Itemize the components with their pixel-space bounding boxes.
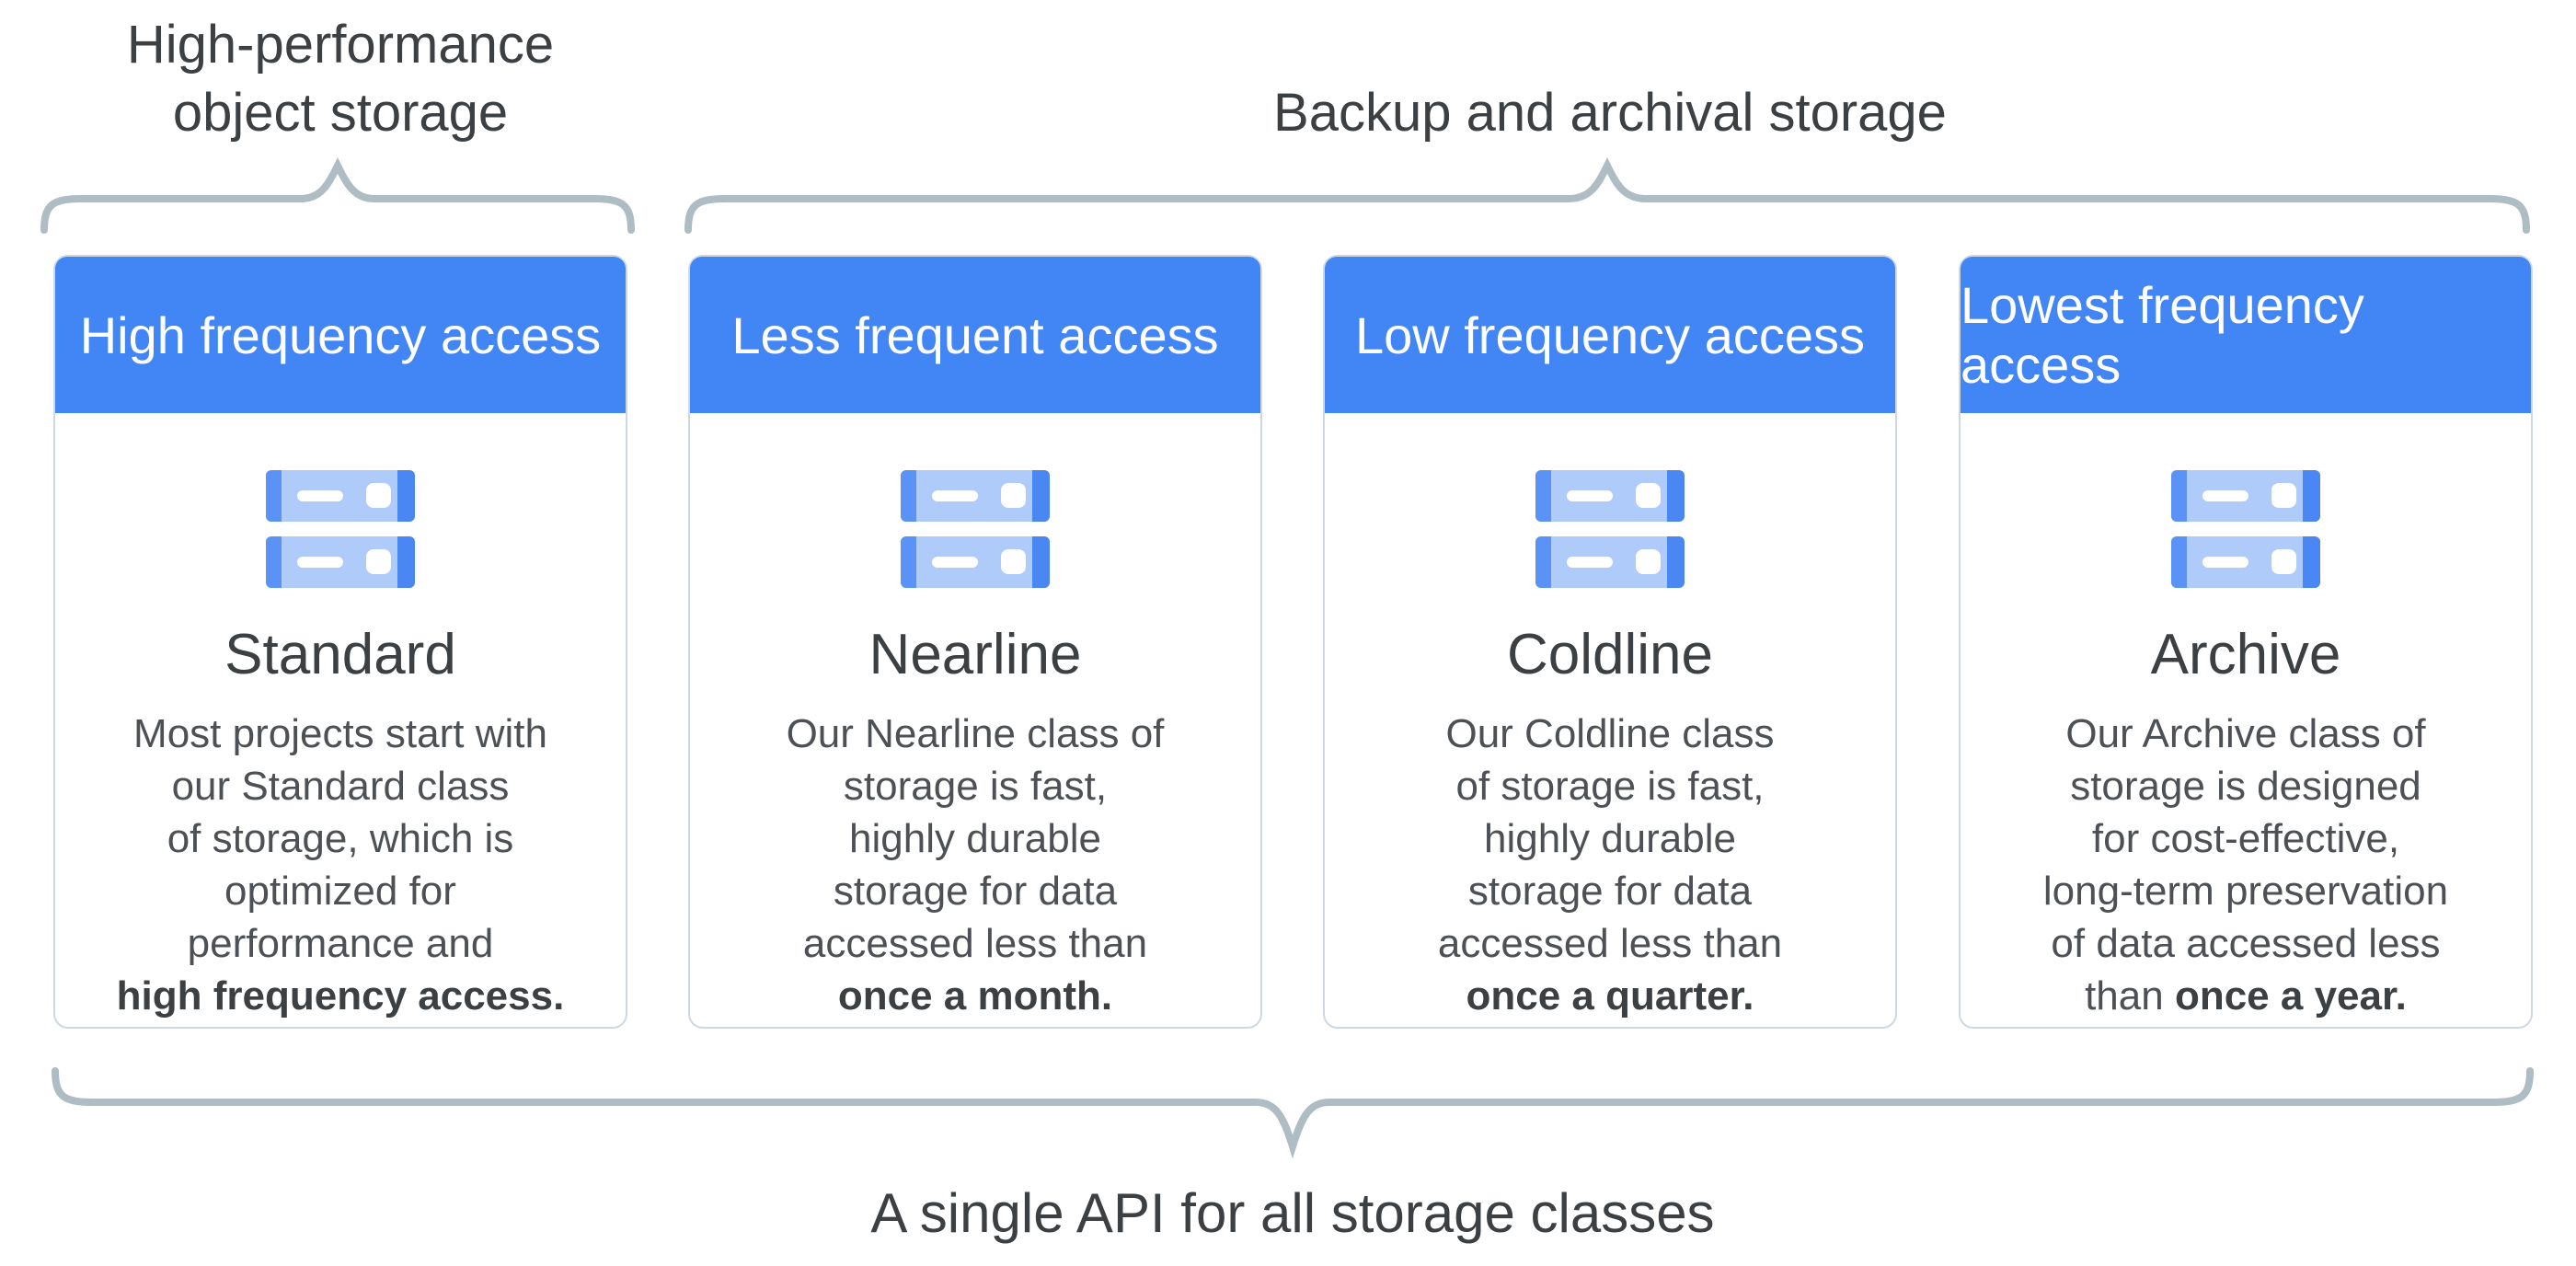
brace-backup-archival bbox=[684, 157, 2530, 234]
server-bar-left-cap bbox=[2171, 470, 2187, 522]
card-header: Low frequency access bbox=[1325, 257, 1895, 413]
server-led-dash bbox=[2202, 490, 2248, 501]
server-bar bbox=[901, 470, 1050, 522]
server-bar bbox=[901, 536, 1050, 588]
server-bar-right-cap bbox=[397, 470, 415, 522]
brace-high-performance bbox=[40, 157, 635, 234]
server-drive-square bbox=[2271, 549, 2296, 574]
server-bar bbox=[2171, 470, 2320, 522]
card-header-label: Lowest frequency access bbox=[1961, 276, 2364, 394]
server-bar bbox=[266, 470, 415, 522]
card-body-line: highly durable bbox=[1484, 816, 1736, 861]
server-bar-left-cap bbox=[901, 470, 916, 522]
server-led-dash bbox=[932, 557, 978, 568]
server-bar-right-cap bbox=[2303, 470, 2320, 522]
card-title: Nearline bbox=[868, 623, 1082, 686]
bottom-label-single-api: A single API for all storage classes bbox=[870, 1182, 1715, 1244]
server-bar bbox=[1535, 536, 1685, 588]
server-led-dash bbox=[297, 490, 343, 501]
group-label-high-performance: High-performance object storage bbox=[53, 11, 627, 147]
card-body-line: of storage, which is bbox=[167, 816, 514, 861]
server-drive-square bbox=[1001, 549, 1026, 574]
card-body-line: than once a year. bbox=[2085, 973, 2407, 1019]
server-bar-left-cap bbox=[1535, 536, 1551, 588]
group-label-line1: High-performance bbox=[126, 15, 555, 75]
server-bar-right-cap bbox=[1667, 470, 1685, 522]
card-body-line: performance and bbox=[187, 921, 494, 966]
card-body-line: optimized for bbox=[224, 869, 456, 914]
brace-single-api bbox=[52, 1067, 2534, 1159]
card-coldline: Low frequency access Coldline Our Coldli… bbox=[1323, 255, 1897, 1029]
server-bar-right-cap bbox=[1032, 536, 1050, 588]
card-body-line: of storage is fast, bbox=[1455, 764, 1765, 809]
card-header-label: Less frequent access bbox=[731, 305, 1219, 364]
server-bar-right-cap bbox=[1667, 536, 1685, 588]
group-label-line1: Backup and archival storage bbox=[1273, 83, 1947, 143]
server-led-dash bbox=[1567, 557, 1613, 568]
card-title: Coldline bbox=[1506, 623, 1714, 686]
server-bar-left-cap bbox=[1535, 470, 1551, 522]
card-body-line: high frequency access. bbox=[116, 973, 565, 1019]
card-body-line: accessed less than bbox=[1437, 921, 1783, 966]
server-drive-square bbox=[2271, 483, 2296, 508]
server-bar-left-cap bbox=[901, 536, 916, 588]
card-body-line: once a quarter. bbox=[1466, 973, 1754, 1019]
server-led-dash bbox=[2202, 557, 2248, 568]
card-body-line: highly durable bbox=[849, 816, 1101, 861]
card-body-line: storage is fast, bbox=[843, 764, 1108, 809]
card-body: Our Coldline class of storage is fast, hig… bbox=[1438, 708, 1782, 1022]
server-bar-left-cap bbox=[2171, 536, 2187, 588]
server-stack-icon bbox=[266, 470, 415, 588]
server-stack-icon bbox=[901, 470, 1050, 588]
server-led-dash bbox=[1567, 490, 1613, 501]
server-stack-icon bbox=[2171, 470, 2320, 588]
server-bar bbox=[266, 536, 415, 588]
card-body-line: Our Nearline class of bbox=[786, 711, 1165, 756]
card-body-line: Most projects start with bbox=[133, 711, 547, 756]
card-title: Archive bbox=[2150, 623, 2341, 686]
card-standard: High frequency access Standard Most proj… bbox=[53, 255, 627, 1029]
server-bar bbox=[2171, 536, 2320, 588]
server-bar-right-cap bbox=[1032, 470, 1050, 522]
server-bar-right-cap bbox=[397, 536, 415, 588]
server-bar bbox=[1535, 470, 1685, 522]
server-bar-left-cap bbox=[266, 470, 282, 522]
server-drive-square bbox=[366, 549, 391, 574]
card-body-line: for cost-effective, bbox=[2091, 816, 2400, 861]
card-body-line: storage for data bbox=[833, 869, 1118, 914]
server-bar-right-cap bbox=[2303, 536, 2320, 588]
server-stack-icon bbox=[1535, 470, 1685, 588]
card-nearline: Less frequent access Nearline Our Nearli… bbox=[688, 255, 1262, 1029]
server-drive-square bbox=[1636, 549, 1661, 574]
card-body-line: storage is designed bbox=[2070, 764, 2421, 809]
card-body-line: long-term preservation bbox=[2042, 869, 2449, 914]
card-header: Lowest frequency access bbox=[1961, 257, 2531, 413]
server-led-dash bbox=[932, 490, 978, 501]
card-body-line: accessed less than bbox=[802, 921, 1148, 966]
card-body-line: once a month. bbox=[837, 973, 1113, 1019]
group-label-backup-archival: Backup and archival storage bbox=[688, 79, 2532, 147]
card-header-label: High frequency access bbox=[79, 305, 602, 364]
card-body-line: storage for data bbox=[1467, 869, 1753, 914]
card-body-line: Our Coldline class bbox=[1445, 711, 1775, 756]
card-body: Our Archive class of storage is designed f… bbox=[2043, 708, 2448, 1022]
card-body-line: our Standard class bbox=[171, 764, 510, 809]
server-led-dash bbox=[297, 557, 343, 568]
card-body-line: of data accessed less bbox=[2051, 921, 2441, 966]
card-header: Less frequent access bbox=[690, 257, 1260, 413]
card-body: Our Nearline class of storage is fast, hig… bbox=[787, 708, 1165, 1022]
server-drive-square bbox=[366, 483, 391, 508]
card-header: High frequency access bbox=[55, 257, 626, 413]
card-title: Standard bbox=[224, 623, 456, 686]
server-bar-left-cap bbox=[266, 536, 282, 588]
server-drive-square bbox=[1001, 483, 1026, 508]
group-label-line2: object storage bbox=[172, 83, 509, 144]
server-drive-square bbox=[1636, 483, 1661, 508]
card-body-line: Our Archive class of bbox=[2065, 711, 2426, 756]
card-body: Most projects start with our Standard cla… bbox=[117, 708, 565, 1022]
card-header-label: Low frequency access bbox=[1354, 305, 1866, 364]
card-archive: Lowest frequency access Archive Our Arch… bbox=[1959, 255, 2533, 1029]
